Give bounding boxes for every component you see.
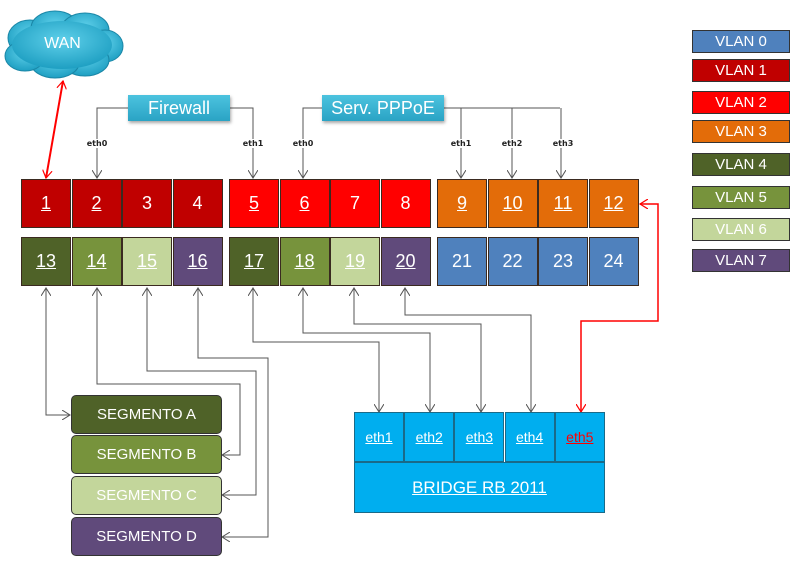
port-number: 8	[400, 193, 411, 213]
legend-vlan-0: VLAN 0	[692, 30, 790, 53]
legend-vlan-1: VLAN 1	[692, 59, 790, 82]
switch-port-7[interactable]: 7	[330, 179, 380, 228]
switch-port-11[interactable]: 11	[538, 179, 588, 228]
port-number: 20	[395, 251, 416, 271]
firewall-eth0-label: eth0	[85, 139, 109, 148]
switch-port-4[interactable]: 4	[172, 179, 223, 228]
port-number: 10	[502, 193, 523, 213]
legend-vlan-6: VLAN 6	[692, 218, 790, 241]
port-number: 1	[40, 193, 51, 213]
legend-vlan-4: VLAN 4	[692, 153, 790, 176]
switch-port-3[interactable]: 3	[122, 179, 172, 228]
switch-port-9[interactable]: 9	[437, 179, 487, 228]
wire-19-eth3	[354, 288, 481, 412]
pppoe-eth2-label: eth2	[500, 139, 524, 148]
port-number: 7	[349, 193, 360, 213]
port-number: 5	[248, 193, 259, 213]
port-number: 16	[187, 251, 208, 271]
pppoe-eth3-label: eth3	[551, 139, 575, 148]
segment-a[interactable]: SEGMENTO A	[71, 395, 222, 434]
switch-port-1[interactable]: 1	[21, 179, 71, 228]
switch-port-13[interactable]: 13	[21, 237, 71, 286]
switch-port-21[interactable]: 21	[437, 237, 487, 286]
wire-20-eth4	[405, 288, 531, 412]
bridge-port-eth4[interactable]: eth4	[504, 412, 555, 462]
legend-vlan-7: VLAN 7	[692, 249, 790, 272]
port-number: 18	[294, 251, 315, 271]
pppoe-server-device[interactable]: Serv. PPPoE	[322, 95, 444, 121]
segment-c[interactable]: SEGMENTO C	[71, 476, 222, 515]
port-number: 14	[86, 251, 107, 271]
switch-port-20[interactable]: 20	[380, 237, 431, 286]
wire-12-eth5	[581, 204, 659, 412]
wan-cloud-icon	[4, 10, 124, 79]
switch-port-12[interactable]: 12	[588, 179, 639, 228]
segment-b[interactable]: SEGMENTO B	[71, 435, 222, 474]
switch-port-14[interactable]: 14	[71, 237, 122, 286]
wan-label: WAN	[44, 35, 81, 52]
port-number: 11	[553, 193, 573, 213]
switch-port-23[interactable]: 23	[538, 237, 588, 286]
legend-vlan-5: VLAN 5	[692, 186, 790, 209]
legend-vlan-3: VLAN 3	[692, 120, 790, 143]
switch-port-18[interactable]: 18	[279, 237, 330, 286]
switch-port-2[interactable]: 2	[71, 179, 122, 228]
switch-port-5[interactable]: 5	[229, 179, 279, 228]
bridge-port-eth3[interactable]: eth3	[454, 412, 505, 462]
wire-13-segA	[46, 288, 70, 415]
bridge-port-eth2[interactable]: eth2	[404, 412, 455, 462]
switch-port-19[interactable]: 19	[330, 237, 380, 286]
firewall-device[interactable]: Firewall	[128, 95, 230, 121]
segment-d[interactable]: SEGMENTO D	[71, 517, 222, 556]
port-number: 23	[552, 251, 574, 271]
bridge-label[interactable]: BRIDGE RB 2011	[354, 462, 605, 513]
legend-vlan-2: VLAN 2	[692, 91, 790, 114]
switch-port-8[interactable]: 8	[380, 179, 431, 228]
switch-port-10[interactable]: 10	[487, 179, 538, 228]
wire-18-eth2	[303, 288, 430, 412]
switch-port-16[interactable]: 16	[172, 237, 223, 286]
port-number: 3	[141, 193, 152, 213]
bridge-port-eth1[interactable]: eth1	[354, 412, 404, 462]
port-number: 17	[243, 251, 265, 271]
firewall-eth1-label: eth1	[241, 139, 265, 148]
bridge-port-eth5[interactable]: eth5	[554, 412, 605, 462]
port-number: 2	[91, 193, 102, 213]
port-number: 4	[192, 193, 203, 213]
port-number: 9	[456, 193, 467, 213]
wire-17-eth1	[253, 288, 379, 412]
switch-port-24[interactable]: 24	[588, 237, 639, 286]
port-number: 15	[136, 251, 158, 271]
switch-port-17[interactable]: 17	[229, 237, 279, 286]
pppoe-eth0-label: eth0	[291, 139, 315, 148]
port-number: 22	[502, 251, 523, 271]
switch-port-15[interactable]: 15	[122, 237, 172, 286]
switch-port-6[interactable]: 6	[279, 179, 330, 228]
port-number: 13	[35, 251, 57, 271]
port-number: 6	[299, 193, 310, 213]
port-number: 21	[451, 251, 473, 271]
switch-port-22[interactable]: 22	[487, 237, 538, 286]
pppoe-eth1-label: eth1	[449, 139, 473, 148]
port-number: 24	[603, 251, 624, 271]
port-number: 19	[344, 251, 366, 271]
port-number: 12	[603, 193, 624, 213]
wire-wan-port1	[46, 81, 63, 178]
